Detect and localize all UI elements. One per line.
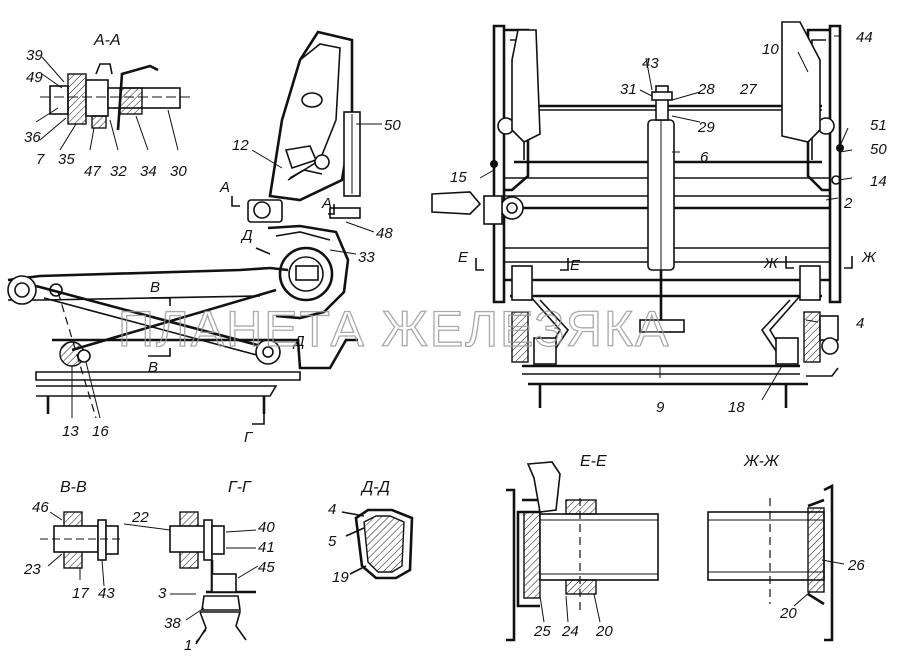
- callout-dd-0: 4: [328, 501, 336, 518]
- callout-gg-3: 3: [158, 585, 167, 602]
- callout-front-4: 29: [697, 119, 715, 136]
- section-markers-front: Е Е Ж Ж: [458, 249, 877, 274]
- mark-e-right: Е: [570, 257, 581, 274]
- section-aa-detail: А-А: [35, 32, 190, 151]
- callout-front-15: 18: [728, 399, 745, 416]
- mark-g: Г: [244, 429, 254, 446]
- callout-aa-0: 39: [26, 47, 43, 64]
- callout-gg-4: 38: [164, 615, 181, 632]
- mark-a-left: А: [219, 179, 230, 196]
- callout-front-12: 2: [843, 195, 853, 212]
- callout-side-1: 50: [384, 117, 401, 134]
- callout-dd-1: 5: [328, 533, 337, 550]
- callout-front-7: 51: [870, 117, 887, 134]
- callouts-gg: 40 41 45 3 38 1: [158, 519, 275, 654]
- callouts-front: 43 31 28 27 29 10 44 51 50 14 15 6 2 4 9…: [450, 29, 887, 416]
- callout-aa-3: 7: [36, 151, 45, 168]
- callout-aa-5: 47: [84, 163, 101, 180]
- mark-v-top: В: [150, 279, 160, 296]
- section-dd-detail: Д-Д: [341, 479, 414, 580]
- callout-aa-6: 32: [110, 163, 127, 180]
- callouts-aa: 39 49 36 7 35 47 32 34 30: [24, 47, 187, 180]
- callout-aa-8: 30: [170, 163, 187, 180]
- mark-e-left: Е: [458, 249, 469, 266]
- callout-front-13: 4: [856, 315, 864, 332]
- section-ee-detail: Е-Е: [506, 453, 659, 642]
- callouts-ee: 25 24 20: [533, 623, 613, 640]
- callout-dd-2: 19: [332, 569, 349, 586]
- side-view-seat: [7, 30, 382, 419]
- section-vv-title: В-В: [60, 479, 87, 496]
- callout-side-0: 12: [232, 137, 249, 154]
- front-view-seat: [431, 21, 853, 408]
- mark-d-bottom: Д: [292, 333, 305, 350]
- section-dd-title: Д-Д: [360, 479, 390, 496]
- callouts-vv: 46 23 17 43 22: [23, 499, 149, 602]
- callout-vv-4: 22: [131, 509, 149, 526]
- callout-zhzh-1: 20: [779, 605, 797, 622]
- section-aa-title: А-А: [93, 32, 121, 49]
- callout-front-6: 44: [856, 29, 873, 46]
- callouts-zhzh: 26 20: [779, 557, 865, 622]
- section-markers-side: А А Д Д В В Г: [148, 179, 335, 446]
- section-gg-title: Г-Г: [228, 479, 252, 496]
- callout-vv-3: 43: [98, 585, 115, 602]
- callout-gg-1: 41: [258, 539, 275, 556]
- mark-d-top: Д: [240, 227, 253, 244]
- section-zhzh-title: Ж-Ж: [743, 453, 780, 470]
- callout-aa-4: 35: [58, 151, 75, 168]
- section-gg-detail: Г-Г: [169, 479, 259, 645]
- callout-front-11: 6: [700, 149, 709, 166]
- callout-front-1: 31: [620, 81, 637, 98]
- callout-aa-7: 34: [140, 163, 157, 180]
- callout-ee-2: 20: [595, 623, 613, 640]
- callout-side-4: 13: [62, 423, 79, 440]
- callout-side-3: 33: [358, 249, 375, 266]
- callouts-dd: 4 5 19: [328, 501, 349, 586]
- callout-front-8: 50: [870, 141, 887, 158]
- callout-side-2: 48: [376, 225, 393, 242]
- callout-front-2: 28: [697, 81, 715, 98]
- callout-aa-2: 36: [24, 129, 41, 146]
- callout-front-10: 15: [450, 169, 467, 186]
- callout-ee-1: 24: [561, 623, 579, 640]
- callout-gg-5: 1: [184, 637, 192, 654]
- watermark-text: ПЛАНЕТА ЖЕЛЕЗЯКА: [118, 301, 670, 357]
- callout-front-3: 27: [739, 81, 757, 98]
- mark-a-right: А: [321, 195, 332, 212]
- callout-front-9: 14: [870, 173, 887, 190]
- callout-aa-1: 49: [26, 69, 43, 86]
- callout-vv-0: 46: [32, 499, 49, 516]
- callout-zhzh-0: 26: [847, 557, 865, 574]
- section-vv-detail: В-В: [40, 479, 171, 587]
- callout-front-5: 10: [762, 41, 779, 58]
- callout-gg-2: 45: [258, 559, 275, 576]
- mark-zh-left: Ж: [763, 255, 779, 272]
- callout-front-14: 9: [656, 399, 665, 416]
- mark-v-bottom: В: [148, 359, 158, 376]
- callouts-side: 12 50 48 33 13 16: [62, 117, 401, 440]
- callout-gg-0: 40: [258, 519, 275, 536]
- callout-side-5: 16: [92, 423, 109, 440]
- callout-vv-2: 17: [72, 585, 89, 602]
- mark-zh-right: Ж: [861, 249, 877, 266]
- callout-front-0: 43: [642, 55, 659, 72]
- section-zhzh-detail: Ж-Ж: [707, 453, 845, 642]
- callout-vv-1: 23: [23, 561, 41, 578]
- section-ee-title: Е-Е: [580, 453, 607, 470]
- callout-ee-0: 25: [533, 623, 551, 640]
